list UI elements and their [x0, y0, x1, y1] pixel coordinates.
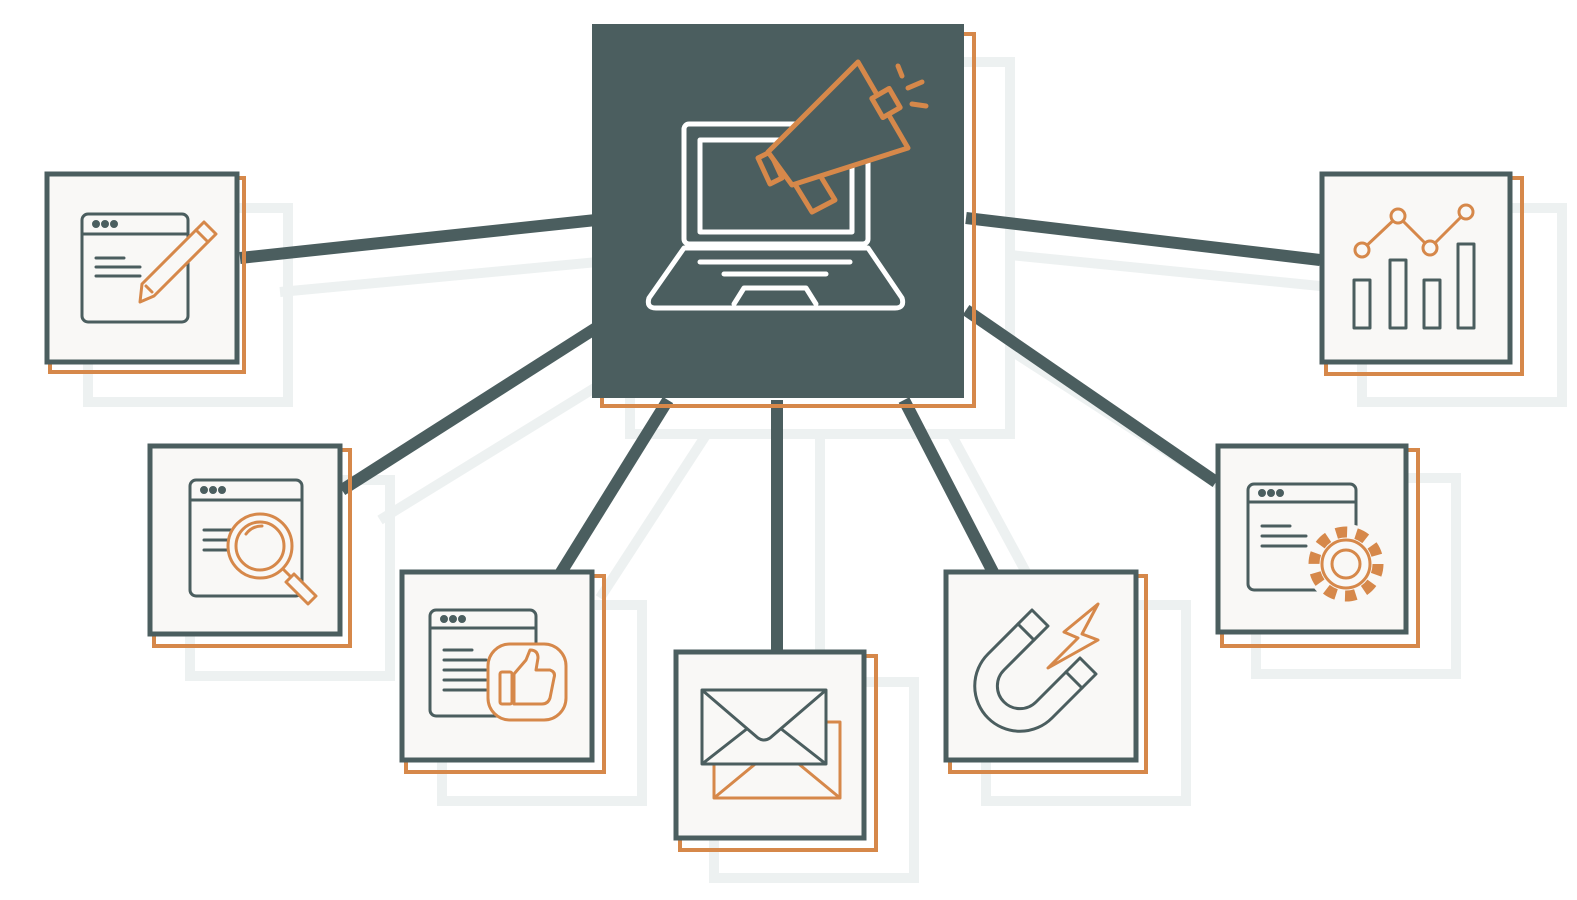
web-page-magnifier-icon: [188, 478, 318, 606]
email-node: [673, 649, 878, 852]
web-page-thumbs-up-icon: [428, 608, 568, 722]
web-page-pencil-icon: [80, 212, 218, 324]
laptop-megaphone-icon: [645, 59, 929, 311]
hub-node: [592, 24, 976, 408]
connector-social: [554, 396, 674, 578]
content-node: [44, 171, 246, 374]
connector-content: [239, 214, 597, 264]
bar-line-chart-icon: [1352, 203, 1476, 330]
magnet-lightning-icon: [973, 602, 1100, 733]
envelope-icon: [700, 688, 842, 800]
social-node: [399, 569, 606, 774]
connector-leads: [898, 397, 1000, 577]
analytics-node: [1319, 171, 1524, 376]
seo-node: [147, 443, 352, 648]
web-page-gear-icon: [1246, 482, 1386, 604]
connector-optimization: [962, 305, 1220, 487]
connector-analytics: [965, 212, 1321, 266]
leads-node: [943, 569, 1148, 774]
optimization-node: [1215, 443, 1420, 648]
connector-lines: [239, 212, 1321, 650]
connector-seo: [338, 322, 600, 496]
